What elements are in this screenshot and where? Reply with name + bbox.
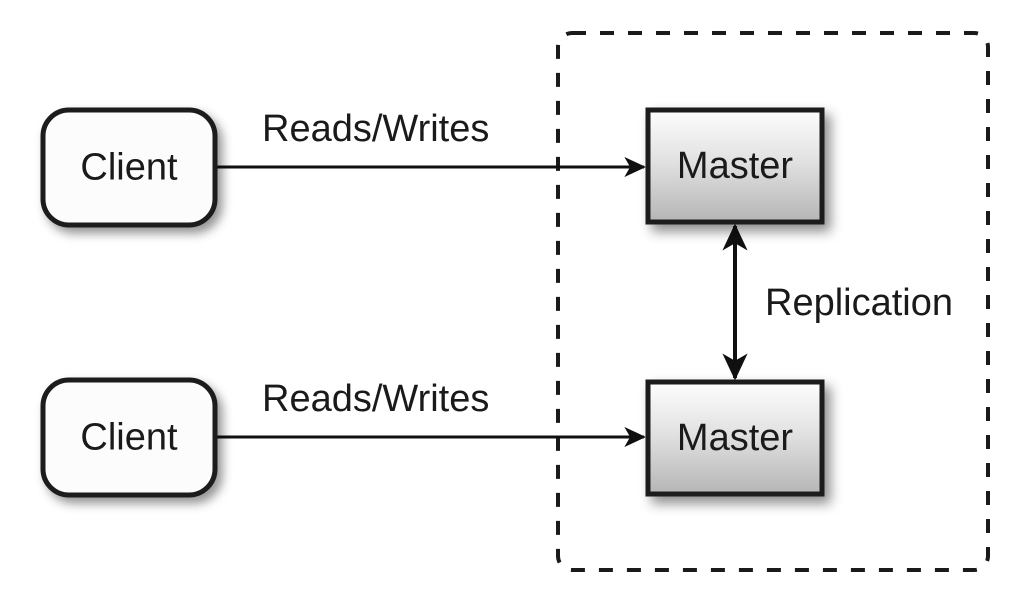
edge-client-bottom-to-master-bottom: Reads/Writes xyxy=(215,378,646,448)
node-master-bottom[interactable]: Master xyxy=(645,379,825,497)
node-master-top[interactable]: Master xyxy=(645,107,825,225)
edge-label-reads-writes-top: Reads/Writes xyxy=(262,108,489,150)
master-top-box[interactable] xyxy=(645,107,825,225)
client-bottom-label: Client xyxy=(80,417,178,459)
client-bottom-box[interactable] xyxy=(40,377,218,498)
master-bottom-label: Master xyxy=(677,417,793,459)
client-top-label: Client xyxy=(80,147,178,189)
master-top-label: Master xyxy=(677,145,793,187)
edge-label-replication: Replication xyxy=(765,282,953,324)
node-client-top[interactable]: Client xyxy=(40,107,218,228)
replication-cluster-boundary xyxy=(556,31,990,572)
edge-client-top-to-master-top: Reads/Writes xyxy=(215,108,646,178)
client-top-box[interactable] xyxy=(40,107,218,228)
master-bottom-box[interactable] xyxy=(645,379,825,497)
edge-label-reads-writes-bottom: Reads/Writes xyxy=(262,378,489,420)
node-client-bottom[interactable]: Client xyxy=(40,377,218,498)
edge-replication: Replication xyxy=(722,223,953,381)
